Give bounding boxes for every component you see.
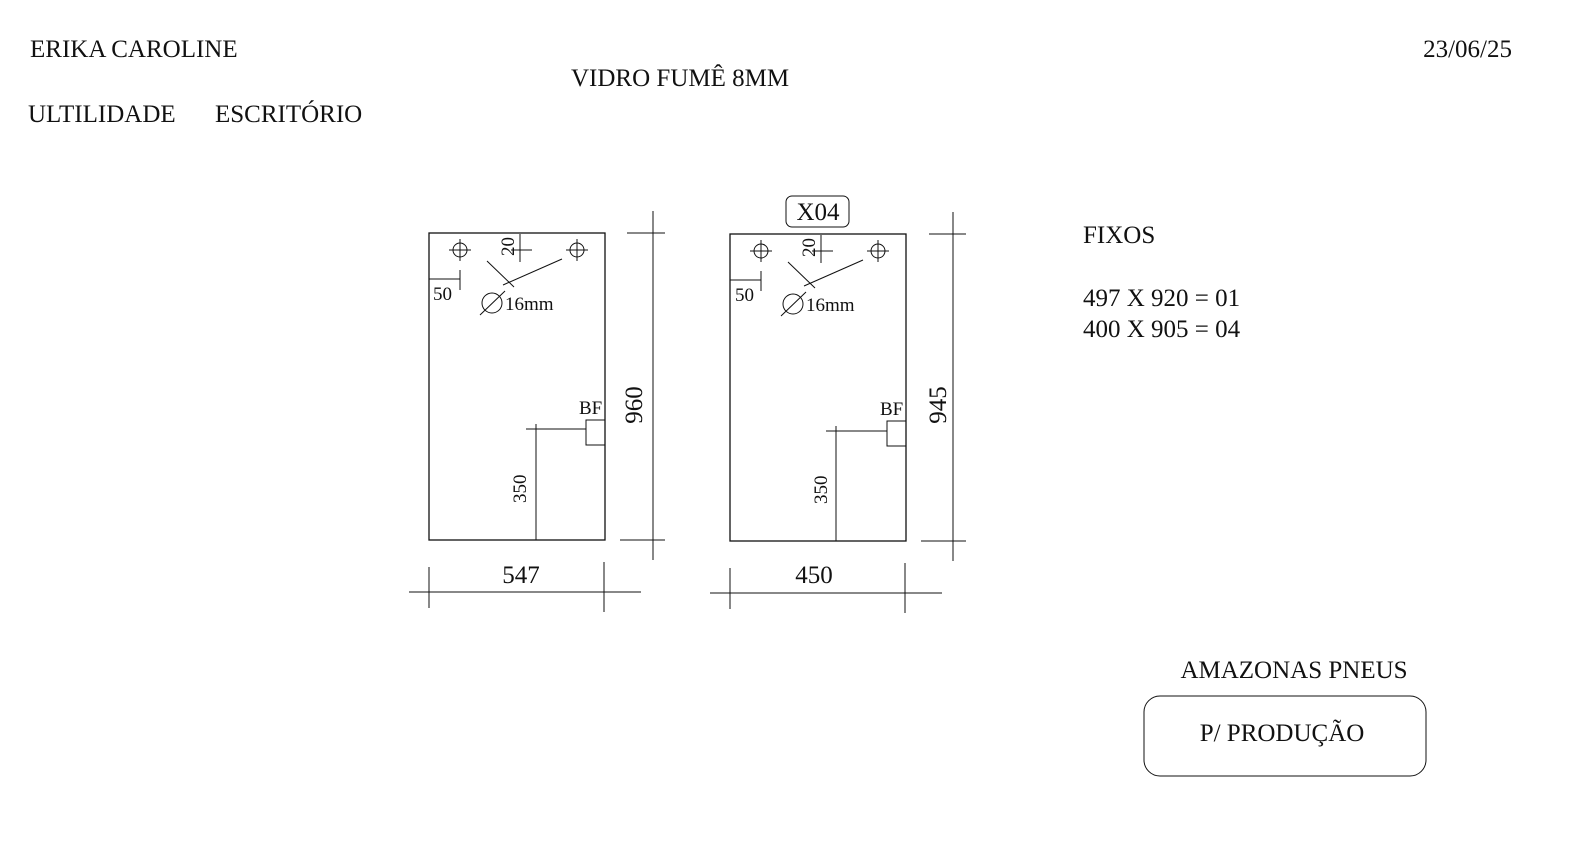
quantity-tag: X04 <box>796 199 840 226</box>
status-label: P/ PRODUÇÃO <box>1200 719 1365 747</box>
glass-panel-outline <box>428 232 606 541</box>
lock-height-label: 350 <box>510 475 531 504</box>
utility-value: ESCRITÓRIO <box>215 100 362 128</box>
lock-cutout <box>886 420 907 447</box>
side-offset-label: 50 <box>433 284 452 305</box>
company-name: AMAZONAS PNEUS <box>1180 657 1407 684</box>
diameter-icon <box>780 291 807 317</box>
leader-line-right <box>502 258 563 286</box>
material-title: VIDRO FUMÊ 8MM <box>571 64 789 92</box>
leader-line-left <box>486 260 515 288</box>
hole-marker-right <box>566 239 588 261</box>
side-offset-label: 50 <box>735 285 754 306</box>
lock-label: BF <box>579 398 602 419</box>
status-box <box>1143 695 1427 777</box>
drawing-date: 23/06/25 <box>1423 36 1512 63</box>
quantity-tag-box <box>785 195 850 228</box>
glass-piece-1: 50 20 16mm BF 350 960 547 <box>409 211 665 612</box>
lock-height-label: 350 <box>811 476 832 505</box>
lock-label: BF <box>880 399 903 420</box>
width-dimension-label: 547 <box>502 562 540 589</box>
height-dimension-label: 960 <box>621 386 648 424</box>
hole-marker-left <box>449 239 471 261</box>
hole-diameter-label: 16mm <box>806 295 855 316</box>
leader-line-right <box>803 259 864 287</box>
summary-line: 400 X 905 = 04 <box>1083 316 1241 343</box>
hole-diameter-label: 16mm <box>505 294 554 315</box>
client-name: ERIKA CAROLINE <box>30 36 238 63</box>
summary-line: 497 X 920 = 01 <box>1083 285 1240 312</box>
top-offset-label: 20 <box>799 238 820 257</box>
hole-marker-left <box>750 240 772 262</box>
leader-line-left <box>787 261 816 289</box>
diameter-icon <box>479 290 506 316</box>
top-offset-label: 20 <box>498 237 519 256</box>
lock-cutout <box>585 419 606 446</box>
utility-label: ULTILIDADE <box>28 101 176 128</box>
hole-marker-right <box>867 240 889 262</box>
height-dimension-label: 945 <box>925 386 952 424</box>
glass-piece-2: X04 50 20 16mm BF 350 <box>710 195 966 613</box>
summary-title: FIXOS <box>1083 222 1155 249</box>
width-dimension-label: 450 <box>795 562 833 589</box>
glass-panel-outline <box>729 233 907 542</box>
